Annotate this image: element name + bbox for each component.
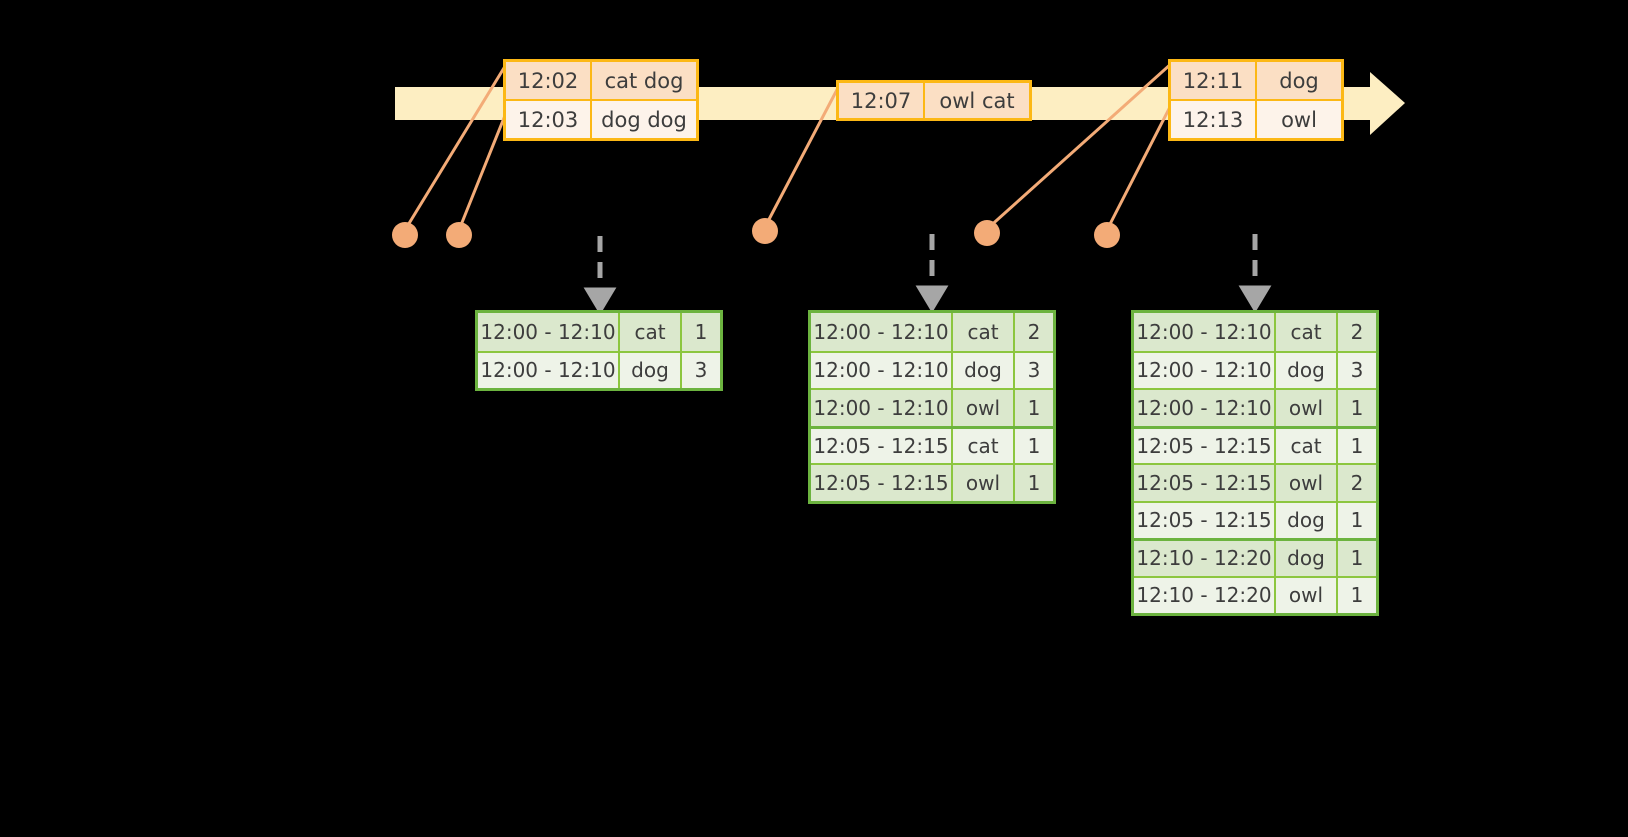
window-cell: 12:00 - 12:10 [478,352,620,388]
word-cell: dog [953,352,1015,388]
window-cell: 12:00 - 12:10 [811,352,953,388]
event-time: 12:03 [506,101,592,138]
count-cell: 1 [1350,546,1364,571]
count-cell: 2 [1027,319,1041,344]
event-dot-3[interactable] [752,218,778,244]
event-dot-1[interactable] [392,222,418,248]
word-cell: cat [1276,428,1338,463]
count-cell: 1 [1350,583,1364,608]
window-cell: 12:00 - 12:10 [811,390,953,426]
window-cell: 12:00 - 12:10 [1134,390,1276,426]
count-cell: 2 [1350,319,1364,344]
count-cell: 1 [1027,433,1041,458]
dashed-arrow-head-3 [1238,285,1272,313]
window-cell: 12:05 - 12:15 [811,465,953,501]
event-words: dog dog [601,107,687,132]
event-words: cat dog [604,68,684,93]
count-cell: 1 [694,319,708,344]
window-cell: 12:05 - 12:15 [1134,428,1276,463]
word-cell: dog [1276,541,1338,576]
count-cell: 3 [1027,358,1041,383]
event-group-1[interactable]: 12:02 cat dog 12:03 dog dog [503,59,699,141]
window-cell: 12:00 - 12:10 [1134,352,1276,388]
connector-line-5 [1105,102,1174,231]
window-cell: 12:05 - 12:15 [811,428,953,463]
event-row[interactable]: 12:07 owl cat [839,83,1029,118]
event-words: owl cat [939,88,1015,113]
count-cell: 3 [694,358,708,383]
dashed-arrow-head-2 [915,285,949,313]
count-cell: 1 [1350,433,1364,458]
event-time: 12:11 [1171,62,1257,99]
event-row[interactable]: 12:11 dog [1171,62,1341,99]
window-cell: 12:10 - 12:20 [1134,577,1276,613]
window-cell: 12:10 - 12:20 [1134,541,1276,576]
word-cell: owl [1276,577,1338,613]
count-cell: 3 [1350,358,1364,383]
word-cell: owl [1276,390,1338,426]
window-cell: 12:00 - 12:10 [811,313,953,351]
word-cell: owl [953,390,1015,426]
event-group-2[interactable]: 12:07 owl cat [836,80,1032,121]
window-cell: 12:05 - 12:15 [1134,465,1276,501]
event-group-3[interactable]: 12:11 dog 12:13 owl [1168,59,1344,141]
word-cell: dog [620,352,682,388]
word-cell: cat [620,313,682,351]
event-row[interactable]: 12:02 cat dog [506,62,696,99]
word-cell: cat [953,428,1015,463]
event-words: dog [1279,68,1319,93]
window-cell: 12:00 - 12:10 [478,313,620,351]
event-dot-5[interactable] [1094,222,1120,248]
word-cell: cat [1276,313,1338,351]
window-cell: 12:05 - 12:15 [1134,502,1276,538]
dashed-arrow-head-1 [583,287,617,315]
count-cell: 1 [1350,508,1364,533]
count-cell: 1 [1027,395,1041,420]
word-cell: owl [1276,465,1338,501]
event-row[interactable]: 12:13 owl [1171,99,1341,138]
count-cell: 1 [1027,470,1041,495]
word-cell: dog [1276,352,1338,388]
dashed-arrows [583,234,1272,315]
count-cell: 1 [1350,395,1364,420]
count-cell: 2 [1350,470,1364,495]
event-dot-4[interactable] [974,220,1000,246]
event-time: 12:02 [506,62,592,99]
word-cell: dog [1276,502,1338,538]
event-time: 12:07 [839,83,925,118]
event-dot-2[interactable] [446,222,472,248]
event-time: 12:13 [1171,101,1257,138]
event-row[interactable]: 12:03 dog dog [506,99,696,138]
word-cell: cat [953,313,1015,351]
window-cell: 12:00 - 12:10 [1134,313,1276,351]
word-cell: owl [953,465,1015,501]
event-words: owl [1281,107,1317,132]
